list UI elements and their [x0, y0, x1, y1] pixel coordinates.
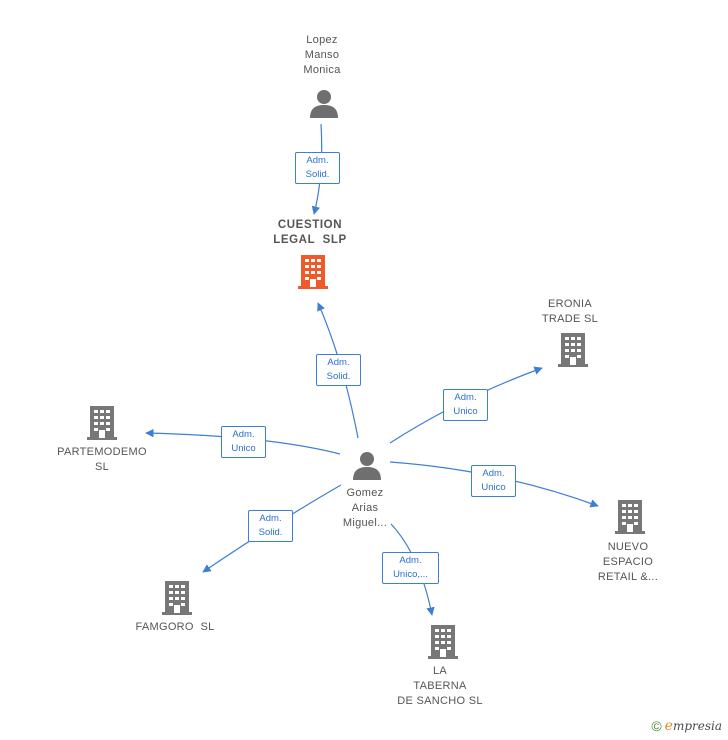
- edge-label-line: Unico: [481, 482, 506, 493]
- label-line: DE SANCHO SL: [397, 695, 483, 707]
- edge-label-line: Adm.: [327, 357, 350, 368]
- edge-label-gomez-eronia[interactable]: Adm. Unico: [443, 389, 488, 421]
- node-label-nuevo[interactable]: NUEVO ESPACIO RETAIL &...: [583, 540, 673, 585]
- label-line: CUESTION: [277, 219, 343, 231]
- copyright-icon: ©: [651, 718, 662, 734]
- label-line: RETAIL &...: [597, 571, 659, 583]
- edge-label-line: Unico: [231, 443, 256, 454]
- label-line: ERONIA: [548, 298, 592, 310]
- edge-label-line: Adm.: [259, 513, 282, 524]
- edge-label-line: Unico: [453, 406, 478, 417]
- label-line: SL: [94, 461, 110, 473]
- label-line: Manso: [304, 49, 340, 61]
- node-label-taberna[interactable]: LA TABERNA DE SANCHO SL: [390, 664, 490, 709]
- edge-label-line: Adm.: [454, 392, 477, 403]
- edge-label-gomez-cuestion[interactable]: Adm. Solid.: [316, 354, 361, 386]
- edge-label-line: Adm.: [482, 468, 505, 479]
- building-icon[interactable]: [162, 581, 192, 615]
- node-label-eronia[interactable]: ERONIA TRADE SL: [525, 297, 615, 327]
- person-icon[interactable]: [353, 452, 381, 480]
- edge-label-gomez-nuevo[interactable]: Adm. Unico: [471, 465, 516, 497]
- edge-label-line: Solid.: [258, 527, 283, 538]
- edge-label-lopez-cuestion[interactable]: Adm. Solid.: [295, 152, 340, 184]
- node-label-famgoro[interactable]: FAMGORO SL: [120, 620, 230, 635]
- label-line: NUEVO: [607, 541, 649, 553]
- label-line: TRADE SL: [541, 313, 599, 325]
- building-icon[interactable]: [87, 406, 117, 440]
- building-icon-focus[interactable]: [298, 255, 328, 289]
- label-line: Monica: [303, 64, 341, 76]
- node-label-gomez[interactable]: Gomez Arias Miguel...: [325, 486, 405, 531]
- node-label-lopez[interactable]: Lopez Manso Monica: [282, 33, 362, 78]
- building-icon[interactable]: [558, 333, 588, 367]
- edge-label-line: Adm.: [232, 429, 255, 440]
- label-line: TABERNA: [413, 680, 467, 692]
- edge-label-gomez-taberna[interactable]: Adm. Unico,...: [382, 552, 439, 584]
- label-line: Miguel...: [342, 517, 388, 529]
- label-line: LEGAL SLP: [273, 234, 347, 246]
- label-line: FAMGORO SL: [135, 621, 215, 633]
- label-line: PARTEMODEMO: [57, 446, 147, 458]
- edge-label-line: Solid.: [305, 169, 330, 180]
- label-line: Lopez: [306, 34, 338, 46]
- node-label-cuestion[interactable]: CUESTION LEGAL SLP: [255, 218, 365, 248]
- edge-label-gomez-famgoro[interactable]: Adm. Solid.: [248, 510, 293, 542]
- edge-label-line: Adm.: [306, 155, 329, 166]
- footer-brand: © empresia: [651, 718, 722, 734]
- edge-label-line: Solid.: [326, 371, 351, 382]
- edge-label-line: Adm.: [399, 555, 422, 566]
- brand-initial: e: [664, 718, 673, 734]
- label-line: Gomez: [346, 487, 384, 499]
- edge-label-gomez-partemodemo[interactable]: Adm. Unico: [221, 426, 266, 458]
- label-line: Arias: [351, 502, 379, 514]
- person-icon[interactable]: [310, 90, 338, 118]
- node-label-partemodemo[interactable]: PARTEMODEMO SL: [47, 445, 157, 475]
- brand-name: mpresia: [672, 719, 722, 733]
- edge-label-line: Unico,...: [393, 569, 428, 580]
- building-icon[interactable]: [615, 500, 645, 534]
- building-icon[interactable]: [428, 625, 458, 659]
- brand-logo: empresia: [665, 718, 722, 734]
- label-line: ESPACIO: [602, 556, 654, 568]
- label-line: LA: [432, 665, 448, 677]
